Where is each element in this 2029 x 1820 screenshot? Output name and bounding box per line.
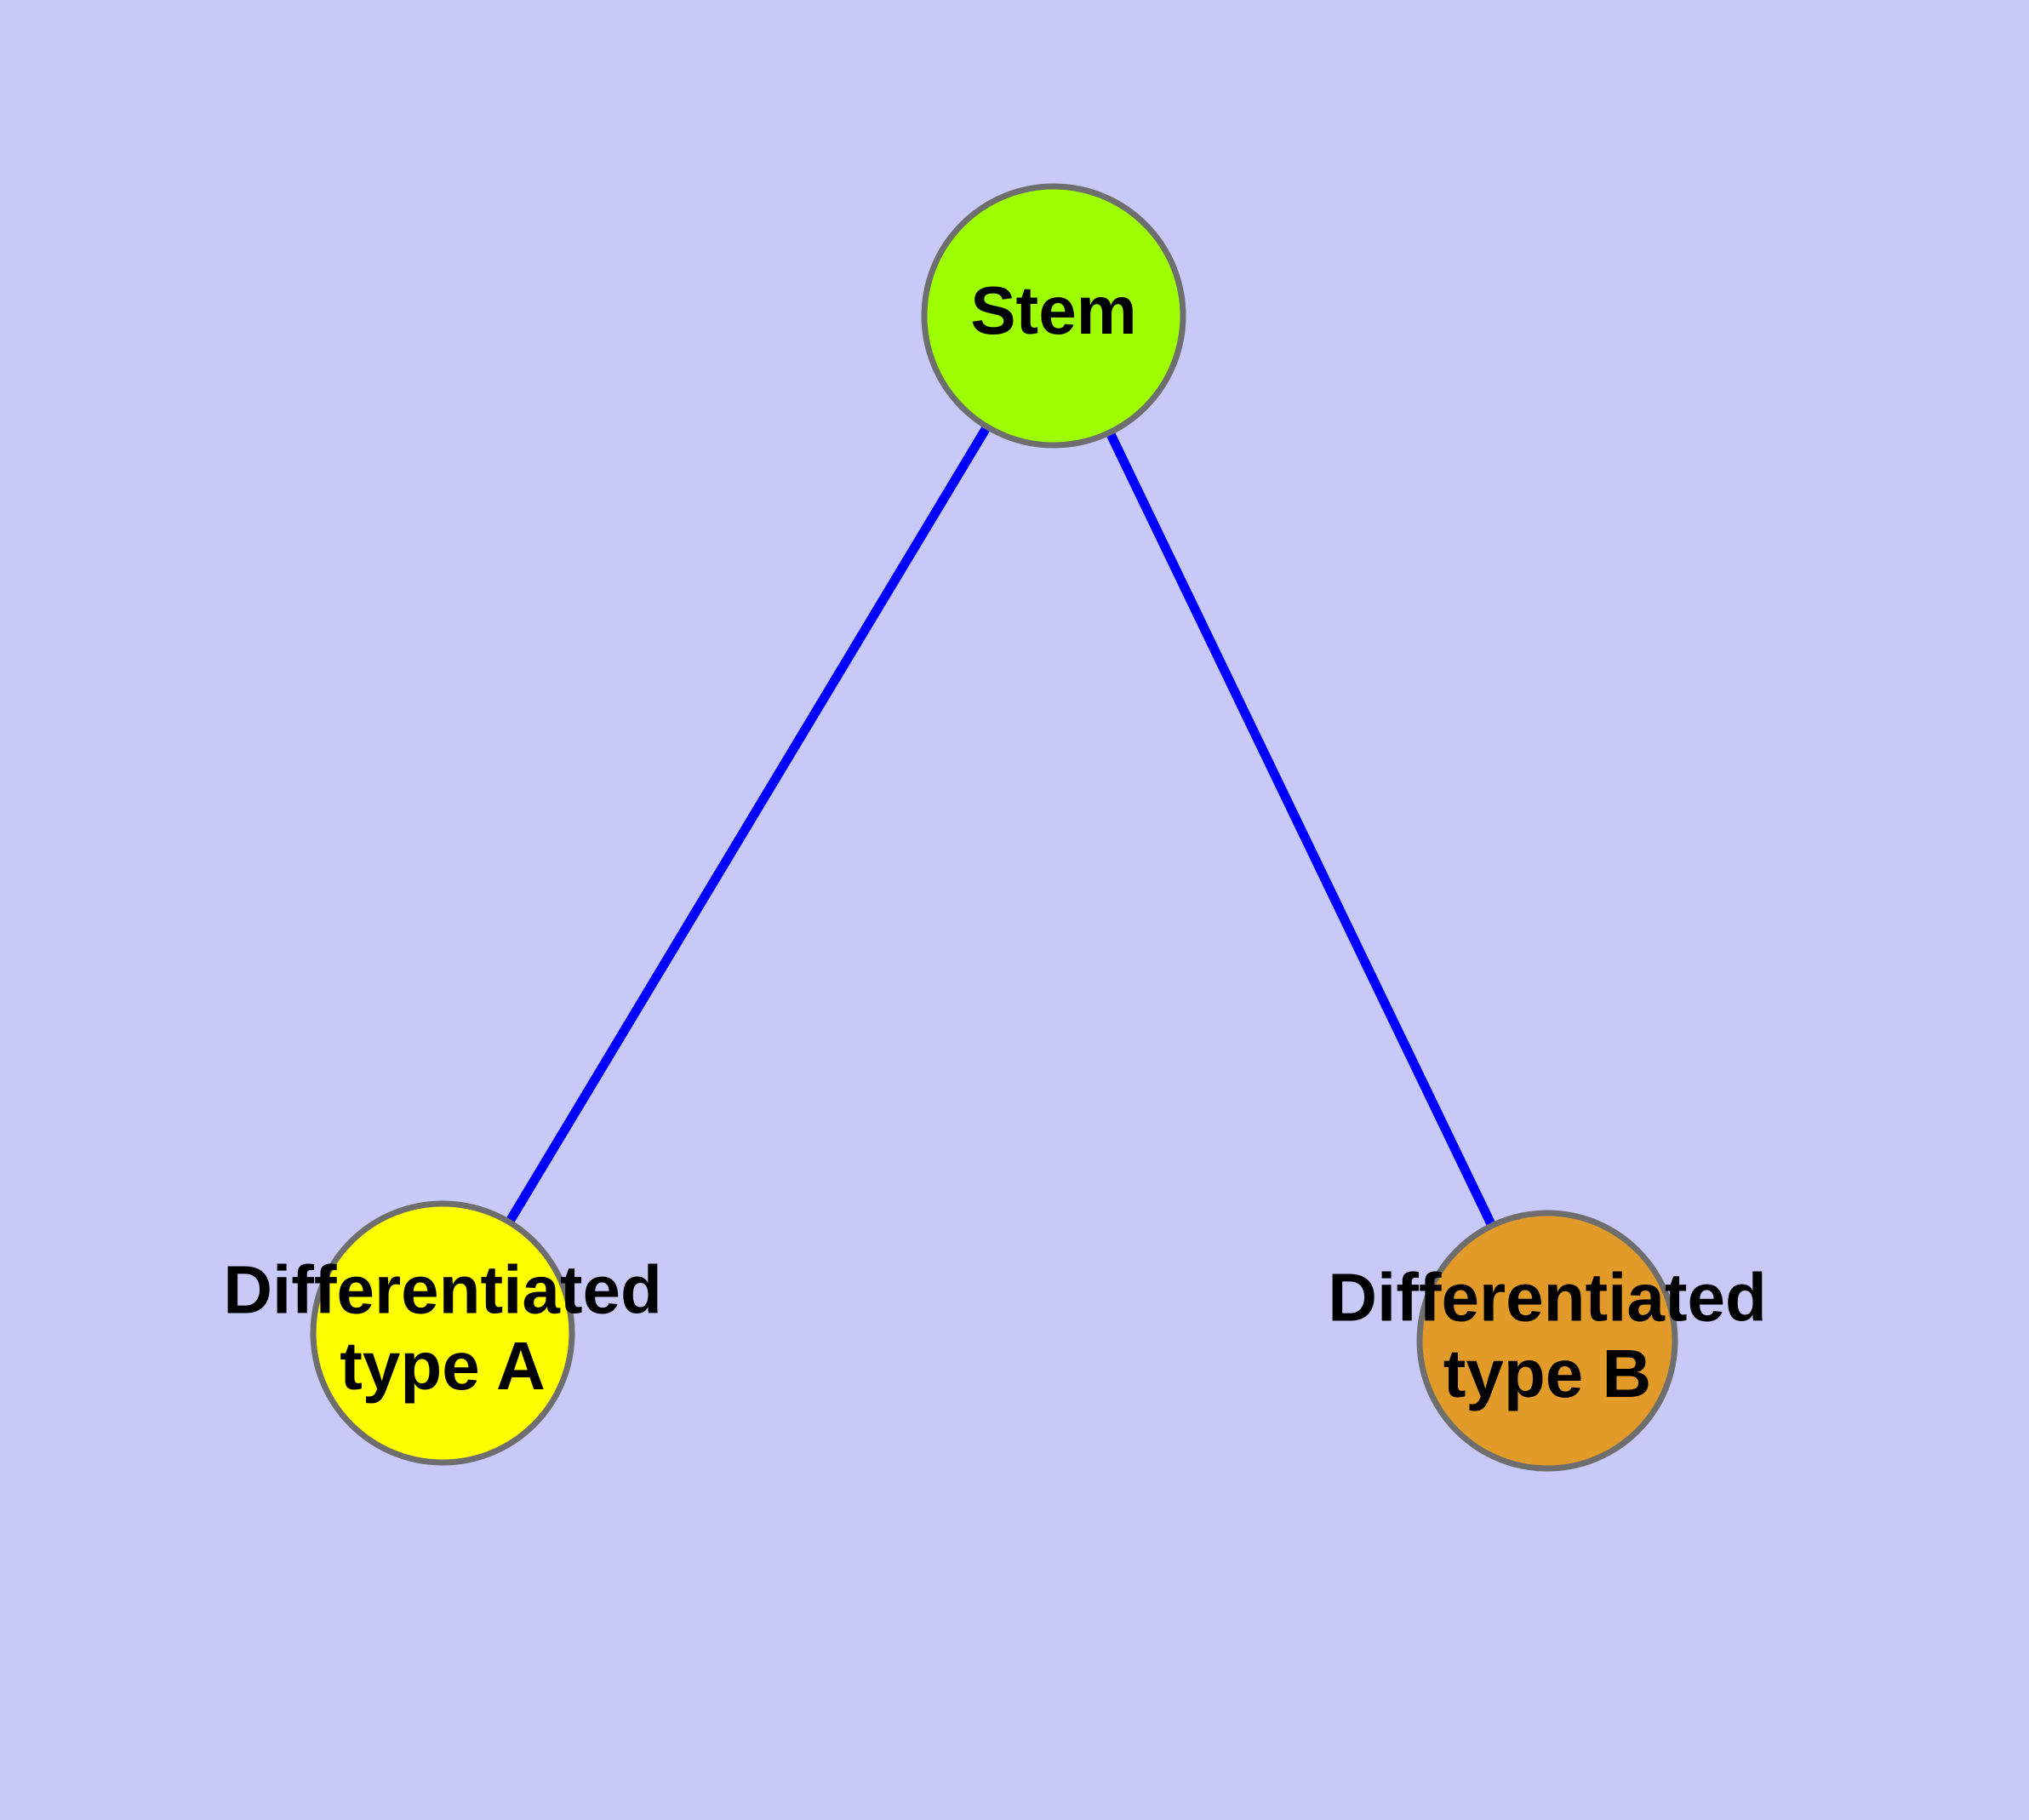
graph-edge-stem-to-b[interactable] xyxy=(1106,430,1496,1228)
graph-node-label-line: Stem xyxy=(970,272,1137,348)
graph-node-label-line: Differentiated xyxy=(1328,1259,1767,1335)
graph-node-diff_a[interactable] xyxy=(310,1200,575,1466)
nodes-layer xyxy=(310,183,1678,1472)
graph-node-label-line: type A xyxy=(340,1328,546,1404)
graph-node-stem[interactable] xyxy=(921,183,1186,449)
graph-node-label-line: type B xyxy=(1443,1336,1652,1411)
graph-node-label-stem: Stem xyxy=(970,272,1137,348)
graph-node-diff_b[interactable] xyxy=(1416,1210,1678,1472)
edges-layer xyxy=(505,424,1496,1228)
graph-edge-stem-to-a[interactable] xyxy=(505,424,992,1225)
graph-node-label-line: Differentiated xyxy=(223,1251,662,1327)
